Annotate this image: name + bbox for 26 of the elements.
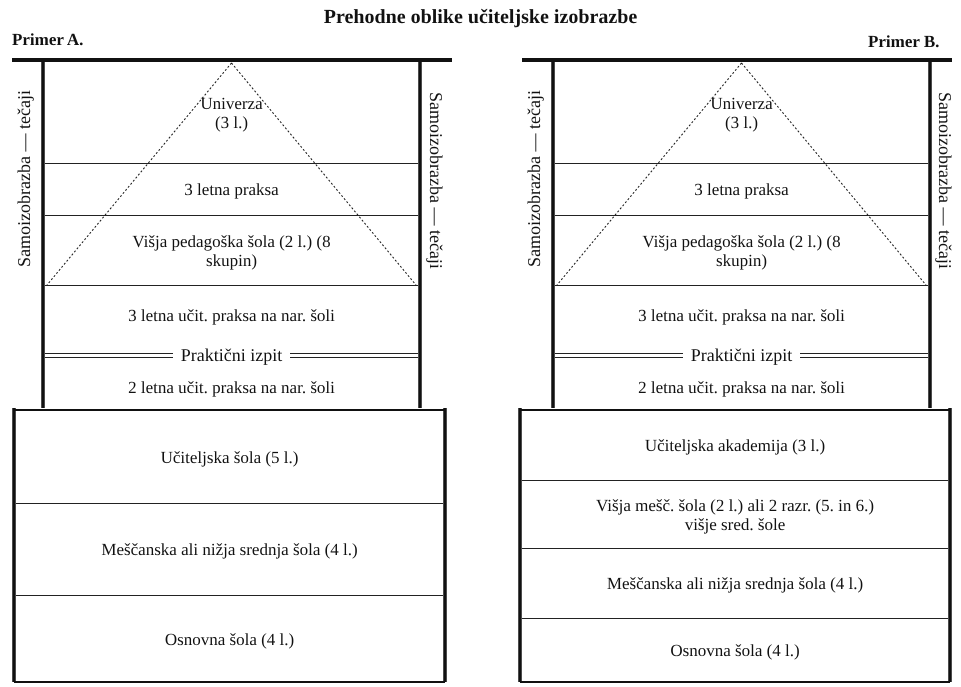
level-label: 3 letna praksa [184, 180, 279, 199]
level-label: 3 letna učit. praksa na nar. šoli [638, 306, 845, 324]
level-label: Višja pedagoška šola (2 l.) (8 skupin) [131, 232, 332, 270]
diagram-title: Prehodne oblike učiteljske izobrazbe [322, 6, 638, 29]
level-label: Osnovna šola (4 l.) [670, 641, 800, 660]
panel-heading: Primer B. [868, 32, 940, 52]
level-label: Višja pedagoška šola (2 l.) (8 skupin) [641, 232, 842, 270]
level-label: 3 letna praksa [694, 180, 789, 199]
level-label: Meščanska ali nižja srednja šola (4 l.) [101, 540, 358, 559]
side-label: Samoizobrazba — tečaji [524, 90, 545, 267]
level-label: 2 letna učit. praksa na nar. šoli [638, 378, 845, 396]
level-label: Univerza (3 l.) [709, 94, 774, 132]
side-label: Samoizobrazba — tečaji [14, 90, 35, 267]
exam-label: Praktični izpit [690, 346, 794, 364]
level-label: 2 letna učit. praksa na nar. šoli [128, 378, 335, 396]
level-label: Učiteljska akademija (3 l.) [644, 436, 826, 455]
level-label: Osnovna šola (4 l.) [164, 630, 294, 648]
level-label: Višja mešč. šola (2 l.) ali 2 razr. (5. in 6.) višje sred. šole [595, 496, 875, 534]
level-label: Meščanska ali nižja srednja šola (4 l.) [606, 574, 864, 593]
side-label: Samoizobrazba — tečaji [934, 92, 955, 269]
panel-heading: Primer A. [12, 30, 84, 50]
exam-label: Praktični izpit [180, 346, 284, 364]
level-label: Univerza (3 l.) [199, 94, 264, 132]
level-label: 3 letna učit. praksa na nar. šoli [128, 306, 335, 324]
level-label: Učiteljska šola (5 l.) [160, 448, 298, 466]
side-label: Samoizobrazba — tečaji [425, 92, 446, 269]
